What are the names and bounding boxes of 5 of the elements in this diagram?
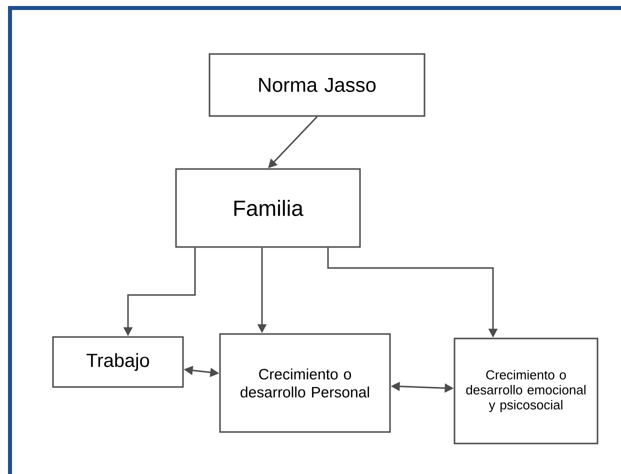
box: Crecimiento o desarrollo emocional y psicosocial xyxy=(454,338,598,444)
box: Trabajo xyxy=(52,336,184,388)
box: Crecimiento o desarrollo Personal xyxy=(219,333,391,433)
box: Familia xyxy=(175,168,361,248)
box: Norma Jasso xyxy=(208,53,426,117)
